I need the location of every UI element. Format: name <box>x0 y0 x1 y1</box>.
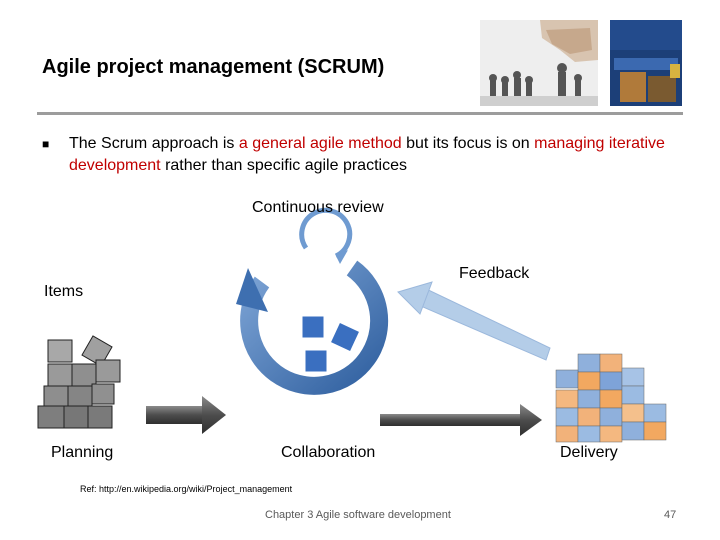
delivery-label: Delivery <box>560 444 618 461</box>
planning-arrow <box>146 396 226 434</box>
bullet-highlight: managing iterative development <box>69 135 665 174</box>
chess-photo <box>480 20 598 106</box>
daily-review-loop <box>299 207 353 264</box>
backlog-items <box>37 335 121 429</box>
bullet-text: The Scrum approach is a general agile me… <box>42 133 682 177</box>
sprint-cycle-arrow <box>236 260 389 395</box>
delivered-increment <box>555 353 667 443</box>
sprint-tasks <box>301 315 361 373</box>
feedback-arrow <box>397 281 551 361</box>
bullet-highlight: a general agile method <box>238 135 402 152</box>
feedback-label: Feedback <box>459 265 530 282</box>
bullet-part: rather than specific agile practices <box>160 157 407 174</box>
footer-text: Chapter 3 Agile software development <box>265 509 451 521</box>
slide-title: Agile project management (SCRUM) <box>42 56 385 78</box>
collaboration-label: Collaboration <box>281 444 376 461</box>
bullet-marker: ■ <box>42 137 50 151</box>
page-number: 47 <box>664 509 677 521</box>
planning-label: Planning <box>51 444 114 461</box>
book-cover <box>610 20 682 106</box>
continuous-review-label: Continuous review <box>252 199 384 216</box>
reference-link[interactable]: Ref: http://en.wikipedia.org/wiki/Projec… <box>80 484 293 494</box>
title-divider <box>37 112 683 115</box>
delivery-arrow <box>380 404 542 436</box>
bullet-part: The Scrum approach is <box>69 135 239 152</box>
bullet-point: ■ The Scrum approach is a general agile … <box>42 133 682 177</box>
items-label: Items <box>44 283 84 300</box>
bullet-part: but its focus is on <box>401 135 535 152</box>
